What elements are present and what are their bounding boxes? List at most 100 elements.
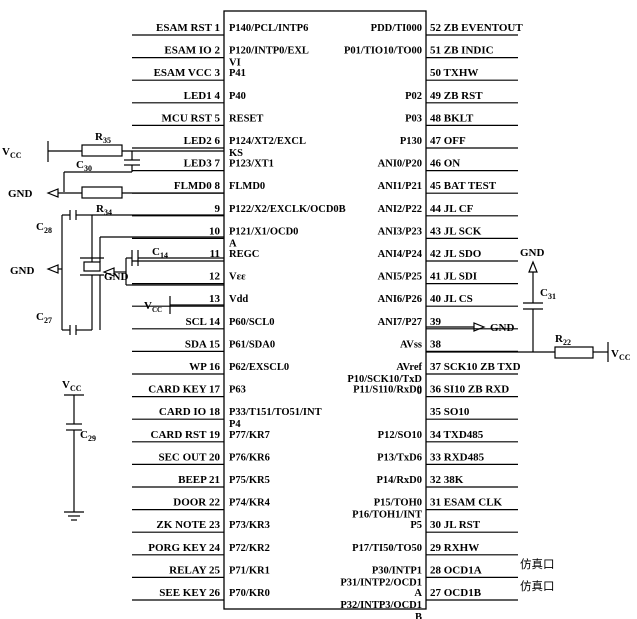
resistor-r22 <box>554 346 594 359</box>
right-pin-label: 36 SI10 ZB RXD <box>430 384 509 396</box>
left-pin-function: Vdd <box>229 294 248 305</box>
right-pin-function: P14/RxD0 <box>377 475 423 486</box>
gnd-label-right-top: GND <box>520 247 545 259</box>
right-pin-function: P12/SO10 <box>378 430 422 441</box>
left-pin-label: MCU RST 5 <box>162 112 221 124</box>
gnd-label-c14: GND <box>104 271 129 283</box>
vcc-label-vdd: VCC <box>144 300 162 314</box>
left-pin-label: CARD RST 19 <box>151 429 221 441</box>
left-pin-function: P121/X1/OCD0 <box>229 226 298 237</box>
left-pin-function: P63 <box>229 385 246 396</box>
gnd-label-top: GND <box>8 188 33 200</box>
left-pin-label: PORG KEY 24 <box>148 542 220 554</box>
left-pin-label: ESAM VCC 3 <box>154 67 221 79</box>
left-pin-function: P72/KR2 <box>229 543 270 554</box>
left-pin-function: P41 <box>229 68 246 79</box>
right-pin-function: P32/INTP3/OCD1 <box>340 600 422 611</box>
right-pin-function: ANI4/P24 <box>378 249 423 260</box>
gnd-label-crystal: GND <box>10 265 35 277</box>
left-pin-function: P61/SDA0 <box>229 339 275 350</box>
right-pin-label: 37 SCK10 ZB TXD <box>430 361 521 373</box>
r35-label: R35 <box>95 131 111 145</box>
left-pin-function: P33/T151/TO51/INT <box>229 407 322 418</box>
right-pin-function: ANI2/P22 <box>378 204 422 215</box>
right-pin-function: ANI3/P23 <box>378 226 422 237</box>
left-pin-function: P74/KR4 <box>229 498 271 509</box>
right-pin-function: ANI7/P27 <box>378 317 422 328</box>
left-pin-label: LED1 4 <box>184 90 221 102</box>
right-pin-function: P31/INTP2/OCD1 <box>340 577 422 588</box>
right-pin-function: P01/TIO10/TO00 <box>344 46 422 57</box>
left-pin-function: P77/KR7 <box>229 430 270 441</box>
left-pin-label: 12 <box>209 271 221 283</box>
left-pin-label: SEC OUT 20 <box>158 451 220 463</box>
right-pin-label: 43 JL SCK <box>430 225 482 237</box>
right-pin-label: 32 38K <box>430 474 464 486</box>
r34-label: R34 <box>96 203 112 217</box>
mcu-chip-body <box>223 10 427 610</box>
r22-label: R22 <box>555 333 571 347</box>
right-pin-label: 49 ZB RST <box>430 90 483 102</box>
left-pin-label: LED3 7 <box>184 158 221 170</box>
emulation-port-label-28: 仿真口 <box>520 557 555 571</box>
c29-label: C29 <box>80 429 96 443</box>
left-pin-function: P140/PCL/INTP6 <box>229 23 308 34</box>
right-pin-function: P10/SCK10/TxD <box>347 374 422 385</box>
c30-label: C30 <box>76 159 92 173</box>
right-pin-function: 0 <box>417 386 422 397</box>
left-pin-label: DOOR 22 <box>173 497 220 509</box>
right-pin-function: ANI5/P25 <box>378 272 422 283</box>
left-pin-label: ZK NOTE 23 <box>156 519 220 531</box>
right-pin-label: 34 TXD485 <box>430 429 484 441</box>
right-pin-function: P130 <box>400 136 422 147</box>
emulation-port-label-27: 仿真口 <box>520 579 555 593</box>
right-pin-function: AVss <box>400 339 422 350</box>
left-pin-label: CARD KEY 17 <box>148 384 220 396</box>
crystal-network: C28 C27 GND C14 GND VCC <box>10 210 224 335</box>
gnd-label-avss: GND <box>490 322 515 334</box>
left-pin-function: P76/KR6 <box>229 452 270 463</box>
right-pin-label: 38 <box>430 338 442 350</box>
left-pin-function: P120/INTP0/EXL <box>229 46 309 57</box>
c14-label: C14 <box>152 246 168 260</box>
left-pin-function: P123/XT1 <box>229 159 274 170</box>
right-pin-function: ANI1/P21 <box>378 181 422 192</box>
right-pin-function: ANI6/P26 <box>378 294 422 305</box>
right-pin-label: 29 RXHW <box>430 542 479 554</box>
left-pin-label: RELAY 25 <box>169 564 220 576</box>
right-pin-function: B <box>415 612 422 619</box>
left-pin-label: 13 <box>209 293 221 305</box>
right-pin-label: 33 RXD485 <box>430 451 485 463</box>
left-pin-function: FLMD0 <box>229 181 265 192</box>
c28-label: C28 <box>36 221 52 235</box>
left-pin-function: REGC <box>229 249 259 260</box>
left-pin-function: P71/KR1 <box>229 565 270 576</box>
right-pin-label: 28 OCD1A <box>430 564 482 576</box>
vcc-label-c29: VCC <box>62 379 82 393</box>
right-pin-label: 30 JL RST <box>430 519 481 531</box>
analog-ref-network: GND C31 GND R22 VCC <box>426 247 631 362</box>
left-pin-function: P73/KR3 <box>229 520 270 531</box>
left-pin-label: FLMD0 8 <box>174 180 221 192</box>
c27-label: C27 <box>36 311 52 325</box>
left-pin-label: SCL 14 <box>185 316 220 328</box>
right-pin-function: A <box>414 588 422 599</box>
right-pin-function: P13/TxD6 <box>377 452 422 463</box>
left-pin-function: P70/KR0 <box>229 588 270 599</box>
right-pin-function: P11/S110/RxD0 <box>353 385 422 396</box>
c29-network: VCC C29 <box>62 379 96 521</box>
left-pin-label: WP 16 <box>189 361 220 373</box>
right-pin-label: 44 JL CF <box>430 203 474 215</box>
right-pin-label: 31 ESAM CLK <box>430 497 503 509</box>
right-pin-label: 52 ZB EVENTOUT <box>430 22 523 34</box>
vcc-label: VCC <box>2 146 22 160</box>
left-pin-label: 9 <box>215 203 221 215</box>
right-pin-label: 41 JL SDI <box>430 271 477 283</box>
resistor-r34 <box>81 186 123 199</box>
right-pin-function: P17/TI50/TO50 <box>352 543 422 554</box>
left-pin-label: BEEP 21 <box>178 474 220 486</box>
right-pin-function: ANI0/P20 <box>378 159 422 170</box>
right-pin-label: 39 <box>430 316 442 328</box>
